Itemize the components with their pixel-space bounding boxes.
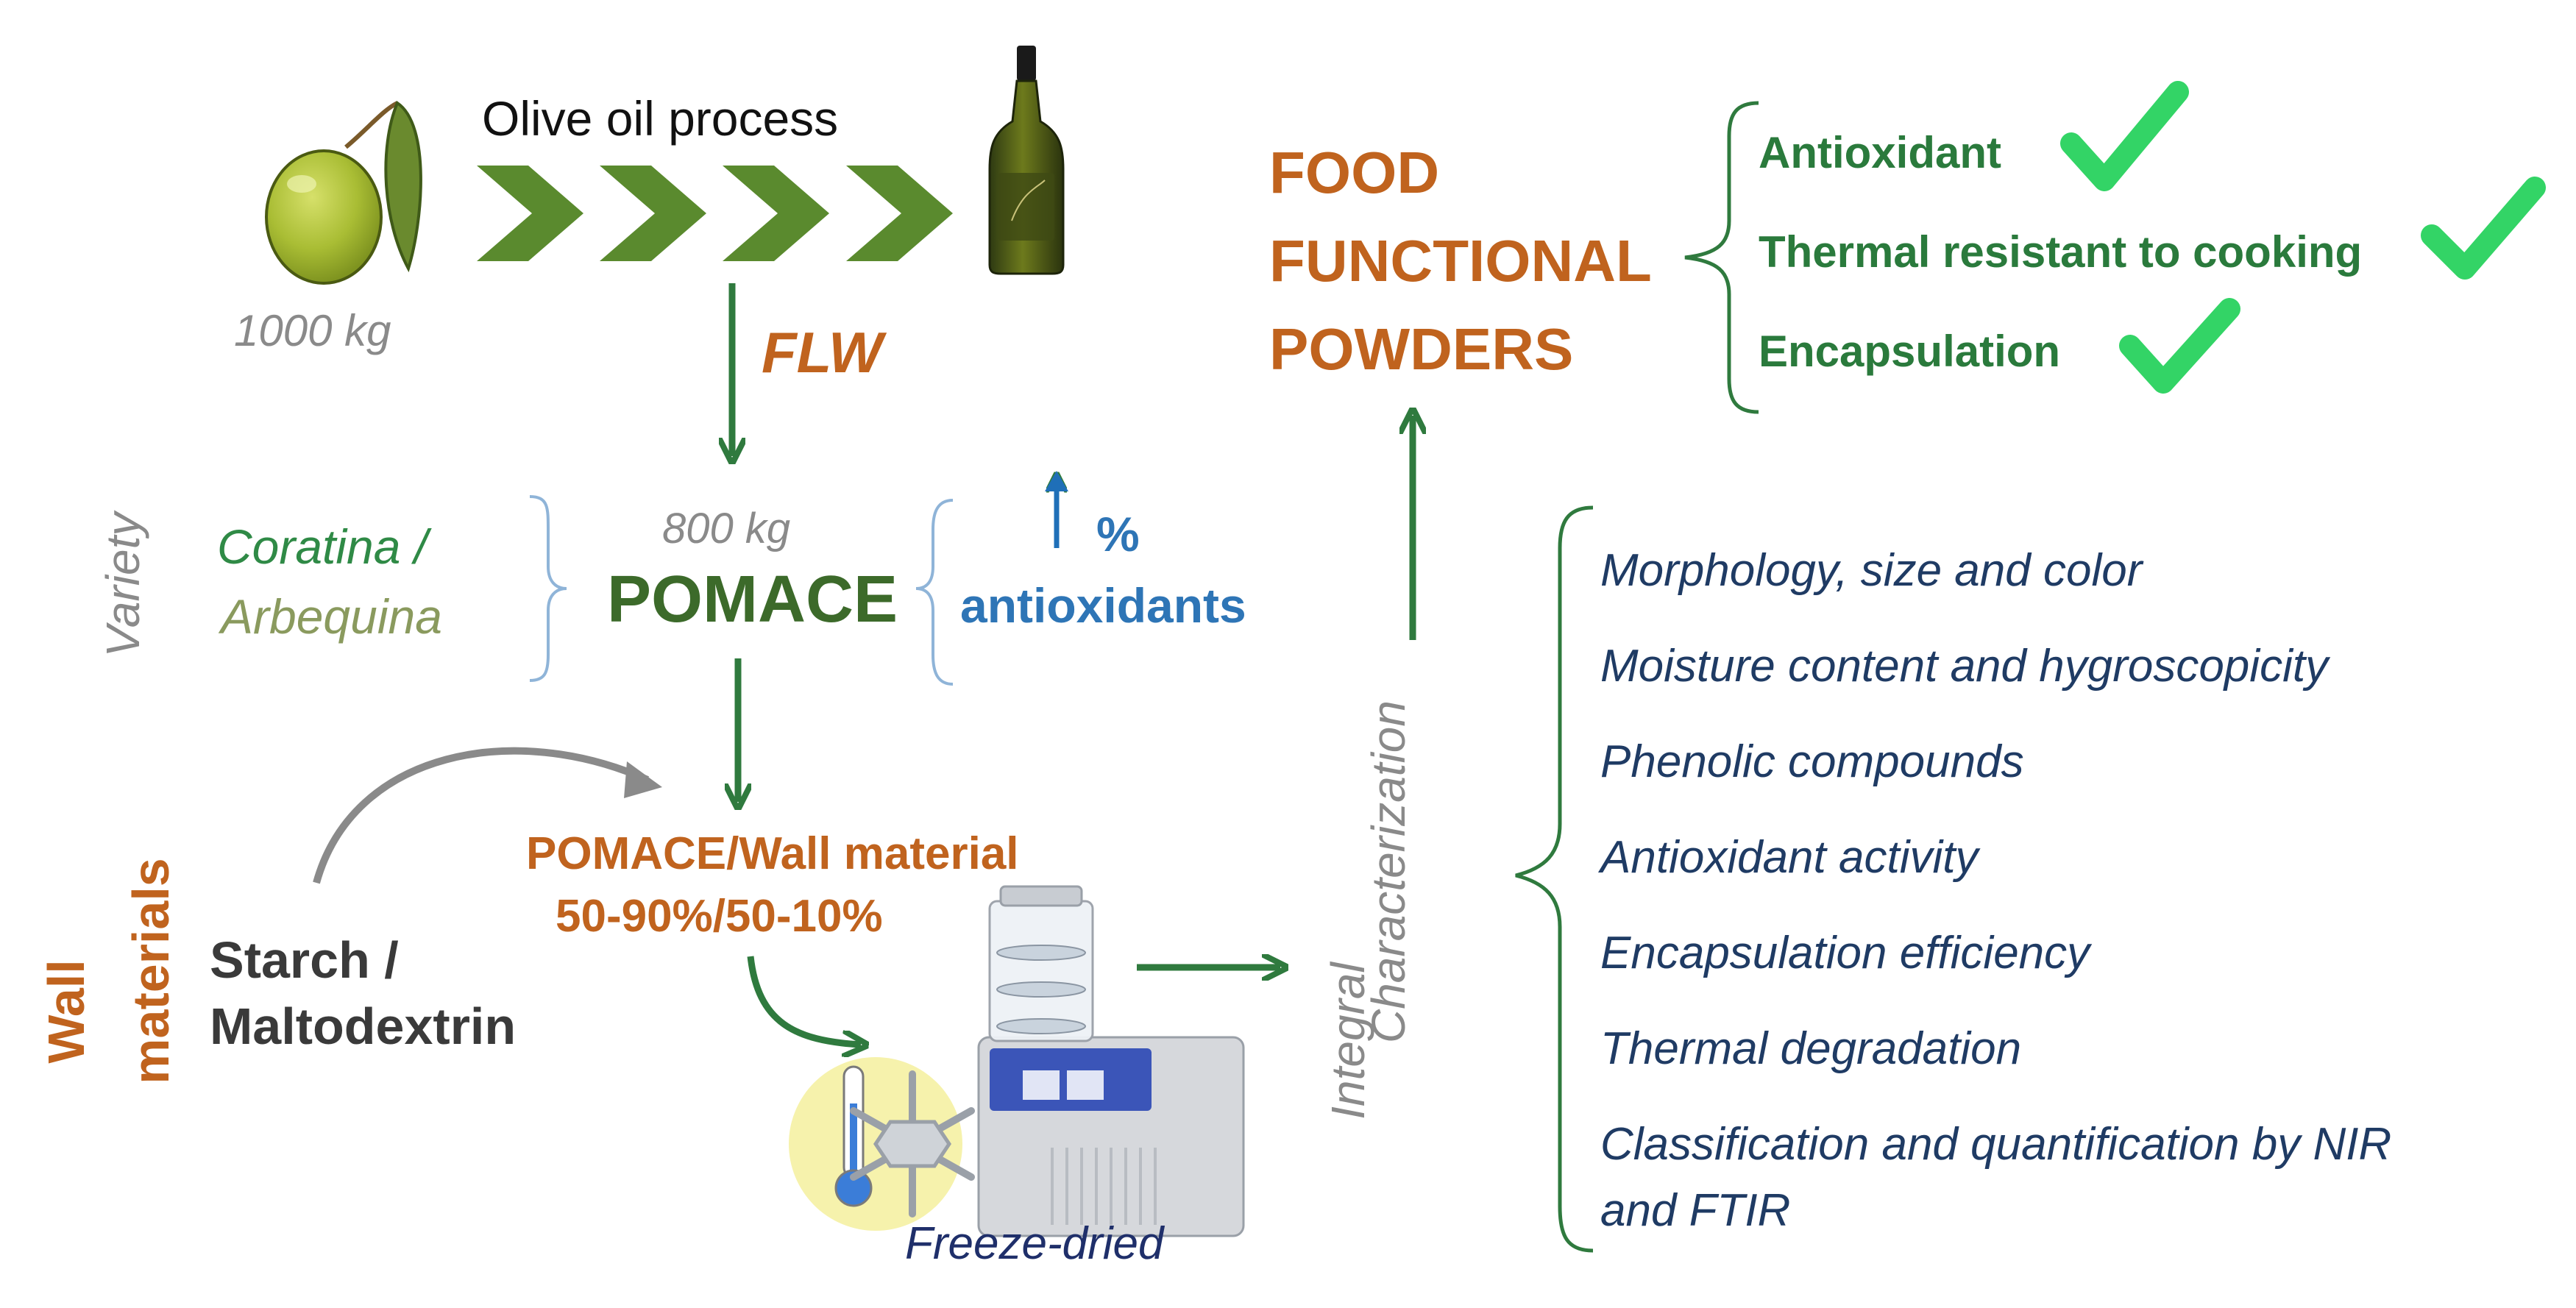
char-item: Moisture content and hygroscopicity [1600,641,2329,692]
starch-arrow [313,747,650,884]
properties-brace [1684,101,1759,414]
starch-line2: Maltodextrin [210,998,517,1055]
property-antioxidant: Antioxidant [1759,128,2001,177]
food-line3: POWDERS [1269,316,1574,382]
pomace-weight: 800 kg [662,505,791,552]
char-item: and FTIR [1600,1185,1791,1236]
check-icon [2060,81,2189,191]
olive-icon [265,100,422,285]
char-item: Classification and quantification by NIR [1600,1119,2392,1170]
process-label: Olive oil process [482,91,839,146]
char-item: Phenolic compounds [1600,736,2024,787]
freeze-label: Freeze-dried [905,1218,1164,1269]
property-encapsulation: Encapsulation [1759,327,2061,376]
variety-arbequina: Arbequina [221,589,442,644]
variety-brace [529,495,567,682]
check-icon [2119,298,2240,394]
char-item: Antioxidant activity [1600,832,1979,883]
materials-label: materials [122,858,180,1084]
variety-label: Variety [96,512,149,658]
antiox-percent: % [1096,507,1140,561]
flw-label: FLW [762,320,883,385]
olive-weight: 1000 kg [234,306,391,355]
freeze-arrow [747,956,861,1045]
check-icon [2421,177,2546,280]
thermometer-icon [834,1065,873,1207]
variety-coratina: Coratina / [217,519,428,574]
freeze-dryer-icon [977,885,1245,1237]
mix-line1: POMACE/Wall material [526,828,1019,879]
oil-bottle-icon [988,46,1065,275]
characterization-brace [1515,505,1594,1253]
mix-line2: 50-90%/50-10% [556,891,883,942]
starch-line1: Starch / [210,931,399,989]
char-item: Morphology, size and color [1600,545,2143,596]
antiox-label: antioxidants [960,578,1246,633]
property-thermal: Thermal resistant to cooking [1759,227,2363,277]
antiox-brace [915,499,954,686]
char-item: Encapsulation efficiency [1600,928,2090,978]
characterization-label: Characterization [1362,700,1415,1043]
pomace-label: POMACE [607,563,898,636]
process-chevrons [477,166,953,261]
char-item: Thermal degradation [1600,1023,2022,1074]
food-line2: FUNCTIONAL [1269,228,1652,294]
wall-label: Wall [38,959,95,1064]
food-line1: FOOD [1269,140,1440,205]
snowflake-icon [850,1070,975,1218]
